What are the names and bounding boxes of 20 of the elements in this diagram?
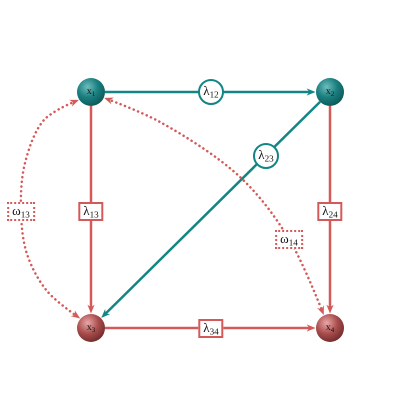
- arrow: [87, 106, 95, 314]
- sphere-node: [316, 314, 344, 342]
- edge-label: ω$_{14}$: [275, 230, 303, 248]
- arrow: [326, 106, 334, 314]
- dotted-double-arrow: [20, 100, 80, 318]
- sphere-node: [316, 78, 344, 106]
- node-label: x$_{1}$: [86, 87, 96, 97]
- edge-label: ω$_{13}$: [7, 202, 35, 220]
- edge-label: λ$_{12}$: [198, 79, 224, 105]
- sphere-node: [77, 78, 105, 106]
- node-label: x$_{4}$: [326, 323, 334, 333]
- edge-label: λ$_{13}$: [78, 202, 104, 220]
- arrow: [105, 88, 316, 96]
- edge-label: λ$_{24}$: [317, 202, 343, 220]
- sphere-node: [77, 314, 105, 342]
- node-label: x$_{3}$: [86, 323, 96, 333]
- edge-label: λ$_{34}$: [198, 318, 224, 338]
- edge-label: λ$_{23}$: [253, 143, 279, 169]
- node-label: x$_{2}$: [326, 87, 334, 97]
- arrow: [105, 324, 316, 332]
